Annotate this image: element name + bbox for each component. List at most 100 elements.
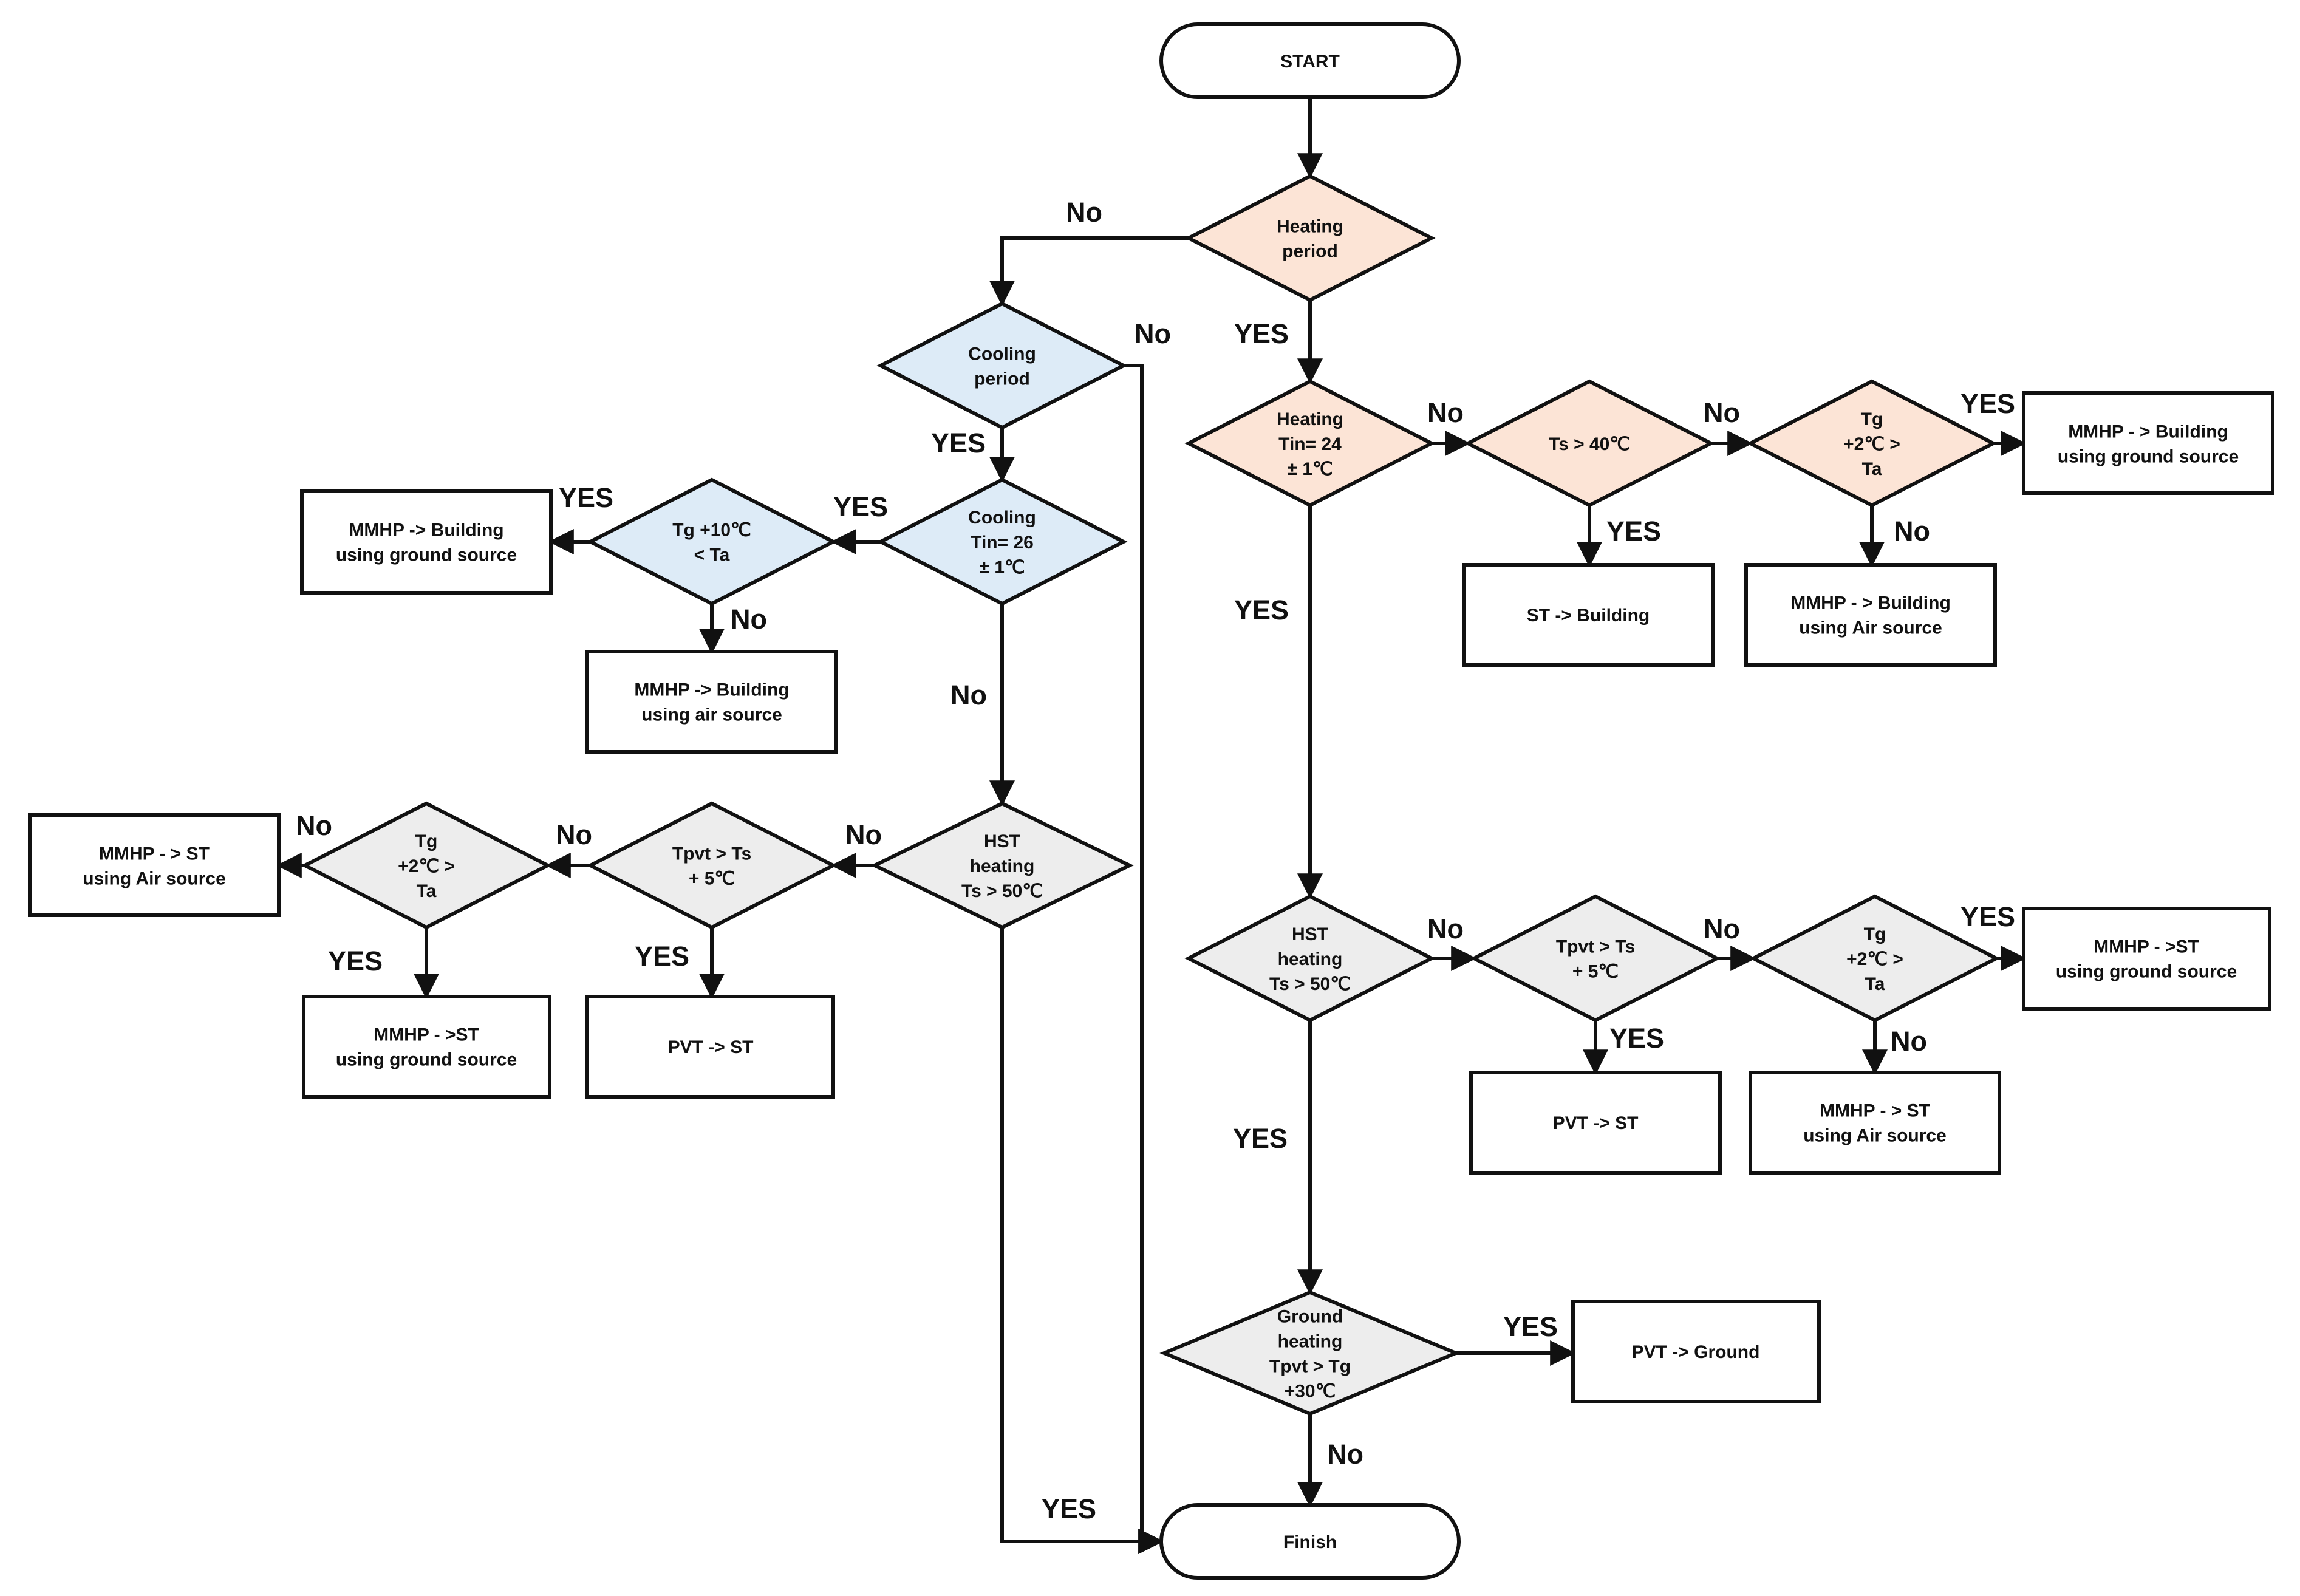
connector-hst-left-yes-to-finish: [1000, 927, 1164, 1554]
tpvt-ts-left-decision: [586, 801, 838, 930]
ts40-yes-label: YES: [1606, 516, 1661, 547]
tg-2c-ta-heat-decision: [1746, 379, 1998, 508]
node-text-line: ± 1℃: [1287, 459, 1333, 479]
node-text-line: Tg: [1864, 924, 1886, 944]
cooling-tin-no-label: No: [950, 680, 987, 711]
cooling-period-yes-label: YES: [931, 428, 986, 459]
node-text-line: period: [974, 369, 1030, 389]
connector-cooling-period-no-to-finish: [1124, 364, 1164, 1554]
st-building-label: ST -> Building: [1527, 605, 1650, 626]
node-text-line: Heating: [1277, 409, 1343, 429]
heating-tin-no-label: No: [1427, 397, 1464, 428]
hst-right-yes-label: YES: [1233, 1123, 1288, 1154]
edge-label-layer: No YES No YES No YES No YES YES No YES N…: [296, 197, 2015, 1524]
heating-period-no-label: No: [1066, 197, 1102, 228]
node-text-line: Ta: [417, 881, 437, 901]
tpvt-ts-left-label: Tpvt > Ts+ 5℃: [672, 844, 751, 889]
mmhp-st-air-right-box: [1749, 1071, 2001, 1175]
node-text-line: using Air source: [83, 869, 226, 889]
node-text-line: START: [1280, 52, 1340, 72]
cooling-period-label: Cooling period: [968, 344, 1036, 389]
node-text-line: using Air source: [1799, 618, 1942, 638]
node-text-line: Cooling: [968, 508, 1036, 528]
node-text-line: +2℃ >: [398, 856, 455, 876]
connector-heating-period-no-to-cooling-period: [989, 236, 1189, 307]
tg-right-yes-label: YES: [1960, 901, 2015, 932]
tpvt-right-yes-label: YES: [1609, 1023, 1664, 1054]
tg-2c-ta-left-label: Tg +2℃ > Ta: [398, 831, 455, 901]
node-text-line: Tg +10℃: [672, 520, 751, 541]
ground-no-label: No: [1327, 1439, 1363, 1470]
node-text-line: Finish: [1283, 1532, 1337, 1552]
pvt-st-right-box: [1469, 1071, 1722, 1175]
cooling-period-no-label: No: [1135, 318, 1171, 349]
ground-yes-label: YES: [1503, 1311, 1558, 1342]
mmhp-st-ground-left-box: [302, 995, 551, 1099]
tg10-yes-label: YES: [559, 482, 613, 513]
node-text-line: MMHP - > ST: [1820, 1101, 1930, 1121]
node-text-line: period: [1282, 242, 1338, 262]
cooling-period-decision: [876, 301, 1128, 430]
ts-40-label: Ts > 40℃: [1549, 434, 1630, 454]
mmhp-building-air-cool-box: [585, 650, 838, 754]
finish-yes-label: YES: [1042, 1493, 1096, 1524]
ground-heating-decision: [1159, 1290, 1461, 1416]
heating-period-decision: [1184, 174, 1436, 302]
node-text-line: Tin= 26: [971, 533, 1034, 553]
hst-right-label: HST heating Ts > 50℃: [1269, 924, 1351, 994]
pvt-ground-label: PVT -> Ground: [1632, 1342, 1760, 1362]
node-text-line: PVT -> Ground: [1632, 1342, 1760, 1362]
mmhp-building-ground-cool-box: [300, 489, 553, 595]
node-text-line: +2℃ >: [1843, 434, 1900, 454]
node-text-line: heating: [1278, 949, 1343, 969]
node-text-line: HST: [1292, 924, 1328, 944]
mmhp-building-ground-heat-box: [2022, 391, 2274, 495]
node-text-line: Ta: [1862, 459, 1882, 479]
hst-left-decision: [870, 801, 1134, 930]
node-text-line: MMHP - > ST: [99, 844, 210, 864]
mmhp-st-air-left-label: MMHP - > ST using Air source: [83, 844, 226, 889]
pvt-ground-box: [1571, 1300, 1821, 1403]
mmhp-st-air-right-label: MMHP - > ST using Air source: [1803, 1101, 1947, 1146]
node-text-line: Tg: [1861, 409, 1883, 429]
node-text-line: Tg: [415, 831, 438, 851]
node-text-line: ST -> Building: [1527, 605, 1650, 626]
tpvt-ts-right-decision: [1470, 894, 1721, 1023]
node-text-line: using Air source: [1803, 1126, 1947, 1146]
tg-2c-ta-left-decision: [301, 801, 552, 930]
tg-left-yes-label: YES: [328, 946, 383, 977]
hst-right-decision: [1184, 894, 1436, 1023]
tg-10c-ta-decision: [586, 477, 838, 606]
tg-left-no-label: No: [296, 810, 332, 841]
node-text-line: Ts > 50℃: [1269, 974, 1351, 994]
mmhp-building-air-heat-box: [1744, 563, 1997, 667]
pvt-st-left-box: [585, 995, 835, 1099]
node-text-line: + 5℃: [1572, 962, 1619, 982]
tg10-no-label: No: [731, 604, 767, 635]
heating-tin-yes-label: YES: [1234, 595, 1289, 626]
node-text-line: < Ta: [694, 545, 730, 565]
finish-terminator: [1159, 1503, 1461, 1580]
node-text-line: using ground source: [2056, 962, 2237, 982]
node-text-line: Ts > 50℃: [961, 881, 1043, 901]
tpvt-left-no-label: No: [556, 819, 592, 850]
node-text-line: Ts > 40℃: [1549, 434, 1630, 454]
node-text-line: HST: [984, 831, 1020, 851]
hst-left-no-label: No: [845, 819, 882, 850]
ts40-no-label: No: [1704, 397, 1740, 428]
node-text-line: heating: [970, 856, 1035, 876]
connector-layer: [276, 97, 2027, 1554]
node-text-line: Cooling: [968, 344, 1036, 364]
node-text-line: ± 1℃: [979, 558, 1025, 578]
mmhp-st-air-left-box: [28, 813, 281, 917]
